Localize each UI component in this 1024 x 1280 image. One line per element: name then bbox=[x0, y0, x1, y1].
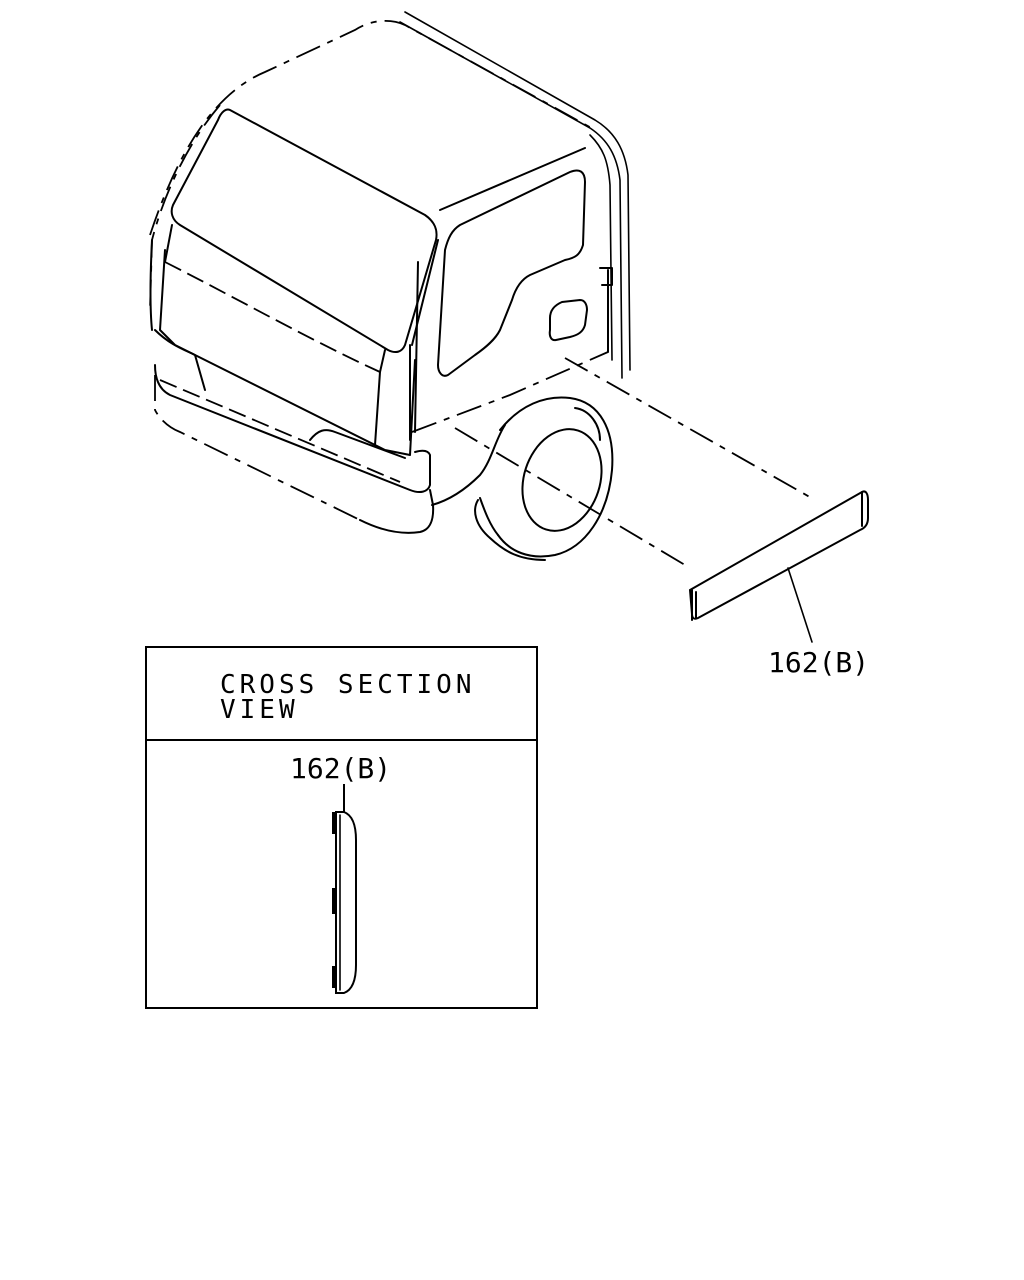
cross-section-panel: CROSS SECTION VIEW 162(B) bbox=[145, 646, 538, 1009]
cross-section-title-line1: CROSS SECTION bbox=[220, 670, 476, 700]
side-molding-strip bbox=[688, 490, 869, 621]
assembly-leader-lines bbox=[454, 357, 816, 569]
truck-cab-outline bbox=[149, 11, 631, 561]
main-part-callout: 162(B) bbox=[768, 646, 869, 679]
cross-section-title-line2: VIEW bbox=[220, 695, 299, 725]
main-callout-leader bbox=[787, 567, 813, 643]
section-part-callout: 162(B) bbox=[290, 752, 391, 785]
molding-section-profile bbox=[332, 811, 357, 994]
